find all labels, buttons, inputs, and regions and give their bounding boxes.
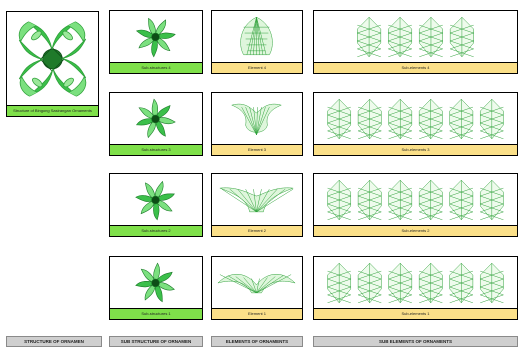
subelements-caption: Sub-elements 1: [314, 308, 517, 319]
structure-ornament-image: [7, 12, 98, 106]
element-ornament-svg: [212, 93, 302, 145]
element-ornament-image: [212, 11, 302, 63]
subelements-caption: Sub-elements 3: [314, 144, 517, 155]
element-caption: Element 3: [212, 144, 302, 155]
footer-substructure-label: SUB STRUCTURE OF ORNAMEN: [109, 336, 203, 347]
substructure-caption: Sub-structures 4: [110, 62, 202, 73]
structure-ornament-svg: [7, 12, 98, 106]
subelements-ornament-svg: [314, 174, 517, 226]
element-ornament-svg: [212, 257, 302, 309]
substructure-ornament-image: [110, 257, 202, 309]
element-ornament-image: [212, 257, 302, 309]
element-panel: Element 1: [211, 256, 303, 320]
substructure-ornament-svg: [110, 11, 202, 63]
structure-panel: Structure of Bingong Sasirangan Ornament…: [6, 11, 99, 117]
subelements-caption: Sub-elements 2: [314, 225, 517, 236]
subelements-ornament-svg: [314, 93, 517, 145]
substructure-ornament-image: [110, 93, 202, 145]
substructure-ornament-svg: [110, 257, 202, 309]
element-ornament-image: [212, 174, 302, 226]
subelements-caption: Sub-elements 4: [314, 62, 517, 73]
substructure-ornament-image: [110, 174, 202, 226]
element-caption: Element 4: [212, 62, 302, 73]
substructure-caption: Sub-structures 1: [110, 308, 202, 319]
element-ornament-svg: [212, 174, 302, 226]
subelements-ornament-image: [314, 93, 517, 145]
substructure-ornament-image: [110, 11, 202, 63]
subelements-panel: Sub-elements 1: [313, 256, 518, 320]
subelements-ornament-image: [314, 257, 517, 309]
subelements-panel: Sub-elements 2: [313, 173, 518, 237]
substructure-panel: Sub-structures 3: [109, 92, 203, 156]
element-panel: Element 2: [211, 173, 303, 237]
substructure-panel: Sub-structures 1: [109, 256, 203, 320]
structure-caption: Structure of Bingong Sasirangan Ornament…: [7, 105, 98, 116]
footer-subelements-label: SUB ELEMENTS OF ORNAMENTS: [313, 336, 518, 347]
subelements-panel: Sub-elements 3: [313, 92, 518, 156]
substructure-panel: Sub-structures 2: [109, 173, 203, 237]
substructure-ornament-svg: [110, 174, 202, 226]
element-ornament-image: [212, 93, 302, 145]
subelements-ornament-image: [314, 174, 517, 226]
element-caption: Element 1: [212, 308, 302, 319]
subelements-ornament-svg: [314, 257, 517, 309]
element-panel: Element 4: [211, 10, 303, 74]
element-ornament-svg: [212, 11, 302, 63]
footer-structure-label: STRUCTURE OF ORNAMEN: [6, 336, 102, 347]
element-panel: Element 3: [211, 92, 303, 156]
subelements-ornament-image: [314, 11, 517, 63]
footer-elements-label: ELEMENTS OF ORNAMENTS: [211, 336, 303, 347]
substructure-caption: Sub-structures 2: [110, 225, 202, 236]
substructure-caption: Sub-structures 3: [110, 144, 202, 155]
element-caption: Element 2: [212, 225, 302, 236]
substructure-ornament-svg: [110, 93, 202, 145]
subelements-panel: Sub-elements 4: [313, 10, 518, 74]
subelements-ornament-svg: [314, 11, 517, 63]
substructure-panel: Sub-structures 4: [109, 10, 203, 74]
